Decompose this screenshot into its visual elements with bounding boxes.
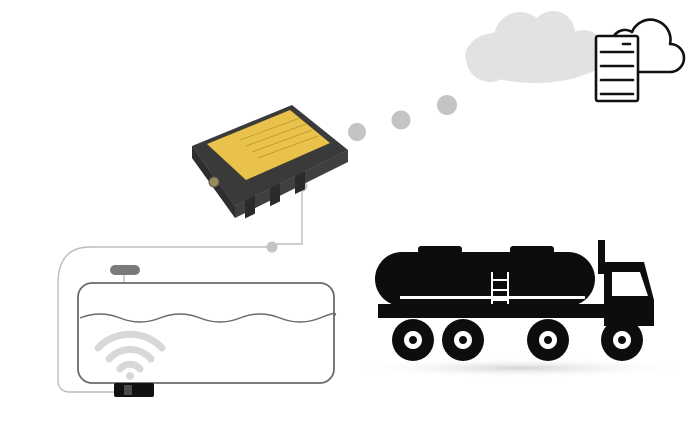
wifi-signal-icon	[94, 330, 166, 373]
link-dot	[391, 110, 411, 130]
ground-shadow	[350, 358, 690, 378]
gps-tracker-device-icon	[192, 105, 348, 219]
cloud-icon	[465, 11, 605, 83]
link-dot	[348, 123, 366, 141]
tanker-truck-icon	[375, 240, 654, 361]
wire-joint	[266, 241, 278, 253]
link-dot	[437, 95, 457, 115]
cloud-server-icon	[594, 18, 686, 103]
fuel-tank-sensor-icon	[77, 265, 337, 397]
